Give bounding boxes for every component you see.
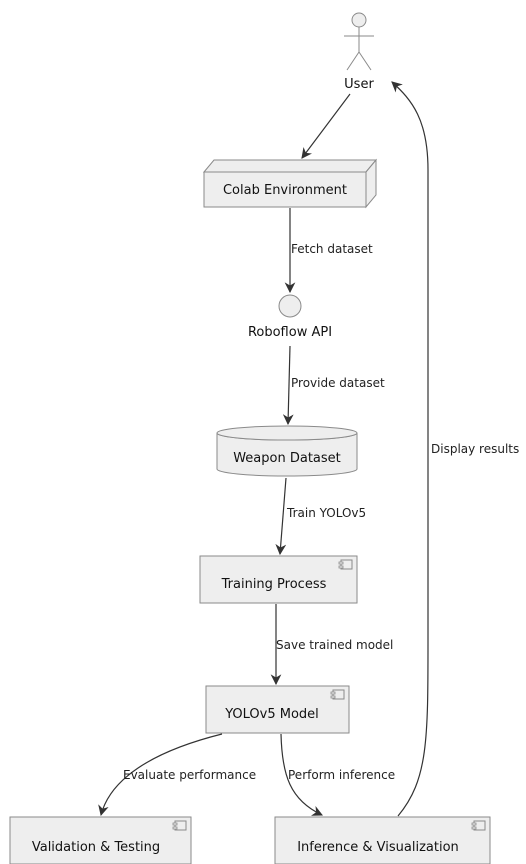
validation-testing-label: Validation & Testing xyxy=(32,840,160,855)
edge-label-perform-inference: Perform inference xyxy=(288,768,395,782)
actor-right-leg xyxy=(358,51,372,71)
edge-perform-inference xyxy=(280,733,323,816)
colab-environment-node: Colab Environment xyxy=(202,158,378,209)
interface-circle-icon xyxy=(278,294,302,318)
colab-environment-label: Colab Environment xyxy=(223,183,347,198)
edge-label-fetch-dataset: Fetch dataset xyxy=(291,242,373,256)
component-icon xyxy=(340,559,353,570)
validation-testing-node: Validation & Testing xyxy=(9,816,192,864)
roboflow-api-label: Roboflow API xyxy=(248,325,332,340)
edge-user-to-colab xyxy=(301,93,351,159)
edge-label-provide-dataset: Provide dataset xyxy=(291,376,385,390)
training-process-node: Training Process xyxy=(199,555,358,604)
yolov5-model-label: YOLOv5 Model xyxy=(224,707,319,722)
actor-left-leg xyxy=(346,51,360,71)
edge-label-display-results: Display results xyxy=(431,442,519,456)
component-icon xyxy=(174,820,187,831)
edge-evaluate-performance xyxy=(98,733,223,817)
edge-label-save-trained-model: Save trained model xyxy=(276,638,393,652)
user-label: User xyxy=(344,77,374,92)
user-actor: User xyxy=(344,12,374,92)
training-process-label: Training Process xyxy=(221,577,327,592)
inference-visualization-node: Inference & Visualization xyxy=(274,816,491,864)
edge-display-results xyxy=(391,81,429,817)
weapon-dataset-node: Weapon Dataset xyxy=(216,425,358,477)
roboflow-api-node: Roboflow API xyxy=(248,294,332,340)
edge-provide-dataset xyxy=(282,345,294,426)
edge-train-yolov5 xyxy=(275,477,287,556)
yolov5-model-node: YOLOv5 Model xyxy=(205,685,350,734)
inference-visualization-label: Inference & Visualization xyxy=(297,840,459,855)
weapon-dataset-label: Weapon Dataset xyxy=(233,451,341,466)
component-icon xyxy=(473,820,486,831)
actor-head-icon xyxy=(351,12,367,28)
edge-label-train-yolov5: Train YOLOv5 xyxy=(286,506,366,520)
component-icon xyxy=(332,689,345,700)
edge-label-evaluate-performance: Evaluate performance xyxy=(123,768,256,782)
